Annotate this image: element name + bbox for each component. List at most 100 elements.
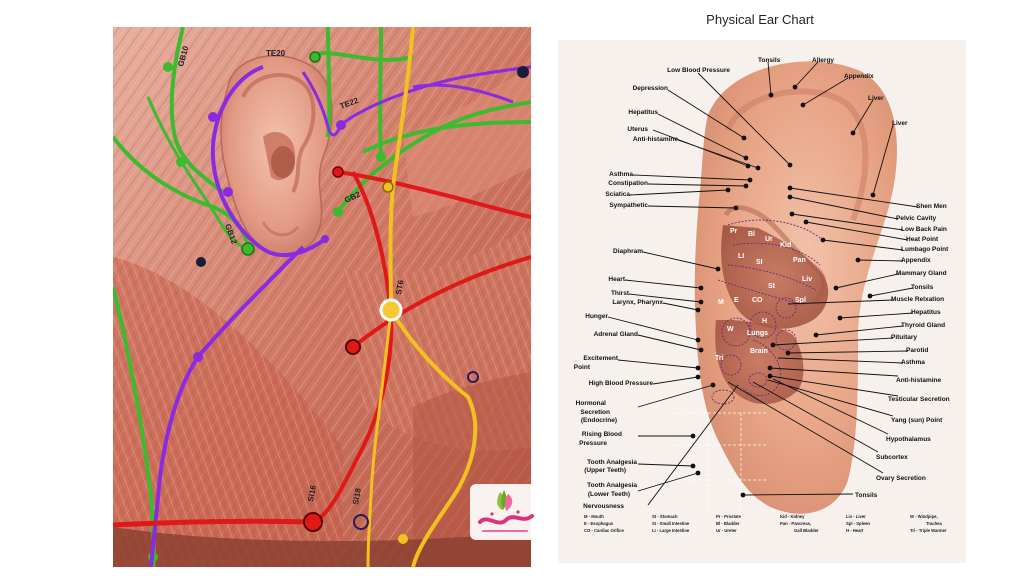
acupoint-dots bbox=[690, 84, 876, 498]
zone-w: W bbox=[727, 326, 734, 333]
label-tonsils-top: Tonsils bbox=[758, 57, 781, 64]
label-constipation: Constipation bbox=[608, 180, 648, 187]
zone-ur: Ur bbox=[765, 236, 773, 243]
zone-h: H bbox=[762, 318, 767, 325]
top-point-labels: Tonsils Allergy Appendix Liver Liver bbox=[758, 57, 908, 127]
legend-esophagus: E - Esophagus bbox=[584, 521, 614, 526]
meridian-anatomy-svg: GB10 TE20 TE22 GB12 GB2 ST6 SI16 SI18 bbox=[113, 27, 531, 567]
zone-co: CO bbox=[752, 297, 763, 304]
label-rising-blood: Rising Blood bbox=[582, 431, 622, 438]
legend-windpipe: W - Windpipe, bbox=[910, 514, 938, 519]
label-pelvic-cavity: Pelvic Cavity bbox=[896, 215, 936, 222]
zone-kid: Kid bbox=[780, 242, 791, 249]
label-hypothalamus: Hypothalamus bbox=[886, 436, 931, 443]
ear-illustration bbox=[220, 54, 333, 257]
label-heart: Heart bbox=[608, 276, 625, 283]
label-tooth-analgesia-upper: Tooth Analgesia bbox=[587, 459, 637, 466]
legend-liver: Liv - Liver bbox=[846, 514, 866, 519]
label-lower-teeth: (Lower Teeth) bbox=[588, 491, 630, 498]
label-point: Point bbox=[574, 364, 591, 371]
legend-stomach: St - Stomach bbox=[652, 514, 678, 519]
legend-ureter: Ur - Ureter bbox=[716, 528, 737, 533]
label-mammary-gland: Mammary Gland bbox=[896, 270, 947, 277]
label-adrenal-gland: Adrenal Gland bbox=[594, 331, 638, 338]
legend-triple-warmer: Tri - Triple Warmer bbox=[910, 528, 947, 533]
label-allergy: Allergy bbox=[812, 57, 834, 64]
legend-small-intestine: SI - Small Intestine bbox=[652, 521, 690, 526]
label-tonsils-right: Tonsils bbox=[911, 284, 934, 291]
meridian-anatomy-illustration: GB10 TE20 TE22 GB12 GB2 ST6 SI16 SI18 bbox=[113, 27, 531, 567]
label-liver-2: Liver bbox=[892, 120, 908, 127]
ear-chart-title: Physical Ear Chart bbox=[706, 12, 814, 27]
zone-spl: Spl bbox=[795, 297, 806, 304]
label-diaphram: Diaphram bbox=[613, 248, 643, 255]
label-hunger: Hunger bbox=[585, 313, 608, 320]
label-shen-men: Shen Men bbox=[916, 203, 947, 210]
legend-bladder: Bl - Bladder bbox=[716, 521, 740, 526]
label-hepatitus-left: Hepatitus bbox=[628, 109, 658, 116]
zone-si: SI bbox=[756, 259, 763, 266]
zone-tri: Tri bbox=[715, 355, 724, 362]
label-te20: TE20 bbox=[266, 49, 286, 58]
zone-li: LI bbox=[738, 253, 744, 260]
label-muscle-relxation: Muscle Relxation bbox=[891, 296, 944, 303]
label-asthma-right: Asthma bbox=[901, 359, 925, 366]
red-small-intestine-meridian bbox=[113, 166, 531, 532]
left-point-labels: Low Blood Pressure Depression Hepatitus … bbox=[574, 67, 731, 510]
label-asthma-left: Asthma bbox=[609, 171, 633, 178]
yellow-stomach-meridian bbox=[353, 27, 479, 567]
label-si16: SI16 bbox=[306, 484, 318, 502]
organ-zone-labels: Pr Bl Ur Kid SI LI Pan Liv St M E CO Spl… bbox=[715, 228, 812, 362]
zone-brain: Brain bbox=[750, 348, 768, 355]
label-si18: SI18 bbox=[351, 487, 363, 505]
label-pituitary: Pituitary bbox=[891, 334, 917, 341]
legend-trachea: Trachea bbox=[926, 521, 943, 526]
label-high-blood-pressure: High Blood Pressure bbox=[589, 380, 654, 387]
zone-e: E bbox=[734, 297, 739, 304]
label-larynx-pharynx: Larynx, Pharynx bbox=[612, 299, 663, 306]
legend-spleen: Spl - Spleen bbox=[846, 521, 870, 526]
abbreviation-legend: M - Mouth E - Esophagus CO - Cardiac Ori… bbox=[584, 514, 947, 533]
legend-large-intestine: LI - Large Intestine bbox=[652, 528, 690, 533]
zone-lungs: Lungs bbox=[747, 330, 768, 337]
label-testicular-secretion: Testicular Secretion bbox=[888, 396, 950, 403]
legend-pancreas: Pan - Pancreas, bbox=[780, 521, 811, 526]
label-liver-1: Liver bbox=[868, 95, 884, 102]
label-endocrine: (Endocrine) bbox=[581, 417, 617, 424]
zone-m: M bbox=[718, 299, 724, 306]
legend-gall-bladder: Gall Bladder bbox=[794, 528, 819, 533]
label-thyroid-gland: Thyroid Gland bbox=[901, 322, 945, 329]
label-tooth-analgesia-lower: Tooth Analgesia bbox=[587, 482, 637, 489]
ear-chart-svg: Pr Bl Ur Kid SI LI Pan Liv St M E CO Spl… bbox=[574, 57, 950, 533]
label-parotid: Parotid bbox=[906, 347, 928, 354]
zone-pr: Pr bbox=[730, 228, 738, 235]
leader-lines bbox=[607, 61, 919, 506]
label-nervousness: Nervousness bbox=[583, 503, 624, 510]
label-upper-teeth: (Upper Teeth) bbox=[584, 467, 626, 474]
lily-logo-svg bbox=[470, 484, 540, 540]
label-st6: ST6 bbox=[394, 279, 406, 296]
label-excitement: Excitement bbox=[583, 355, 619, 362]
label-yang-sun-point: Yang (sun) Point bbox=[891, 417, 943, 424]
legend-heart: H - Heart bbox=[846, 528, 864, 533]
label-lumbago-point: Lumbago Point bbox=[901, 246, 949, 253]
label-pressure: Pressure bbox=[579, 440, 607, 447]
physical-ear-chart: Pr Bl Ur Kid SI LI Pan Liv St M E CO Spl… bbox=[558, 40, 966, 563]
right-point-labels: Shen Men Pelvic Cavity Low Back Pain Hea… bbox=[855, 203, 950, 499]
legend-kidney: Kid - Kidney bbox=[780, 514, 805, 519]
label-uterus: Uterus bbox=[627, 126, 648, 133]
label-heat-point: Heat Point bbox=[906, 236, 939, 243]
label-anti-histamine-left: Anti-histamine bbox=[633, 136, 679, 143]
label-low-blood-pressure: Low Blood Pressure bbox=[667, 67, 730, 74]
label-appendix-top: Appendix bbox=[844, 73, 874, 80]
zone-bl: Bl bbox=[748, 231, 755, 238]
label-sciatica: Sciatica bbox=[605, 191, 630, 198]
label-tonsils-bottom: Tonsils bbox=[855, 492, 878, 499]
legend-mouth: M - Mouth bbox=[584, 514, 604, 519]
label-appendix-right: Appendix bbox=[901, 257, 931, 264]
label-hormonal: Hormonal bbox=[576, 400, 607, 407]
label-depression: Depression bbox=[633, 85, 668, 92]
label-thirst: Thirst bbox=[611, 290, 630, 297]
label-sympathetic: Sympathetic bbox=[609, 202, 648, 209]
zone-pan: Pan bbox=[793, 257, 806, 264]
